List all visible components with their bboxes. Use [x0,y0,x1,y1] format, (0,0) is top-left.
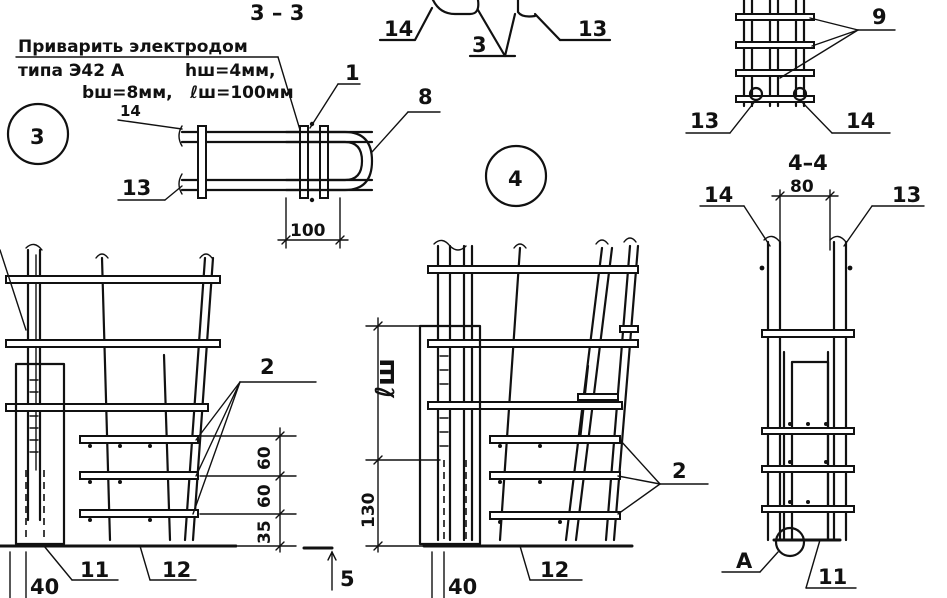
label-13-plan: 13 [122,176,151,200]
section-4-4 [699,189,925,589]
section-4-4-title: 4–4 [788,151,828,175]
label-1: 1 [345,61,360,85]
left-elevation [0,243,337,598]
dim-80: 80 [790,177,814,197]
label-13-right: 13 [892,183,921,207]
dim-60b: 60 [255,484,275,508]
label-14-right: 14 [704,183,733,207]
label-2-mid: 2 [672,459,687,483]
label-11-right: 11 [818,565,847,589]
dim-100: 100 [290,221,326,241]
label-A: А [736,549,753,573]
dim-40-mid: 40 [448,575,477,598]
label-13-top: 13 [578,17,607,41]
dim-60a: 60 [255,446,275,470]
dim-35: 35 [255,520,275,544]
label-12-left: 12 [162,558,191,582]
node-3-marker: 3 [6,102,70,166]
label-9: 9 [872,5,887,29]
label-5: 5 [340,567,355,591]
dim-lw: ℓш [371,358,401,399]
label-13-tr: 13 [690,109,719,133]
label-8: 8 [418,85,433,109]
note-lw: ℓш=100мм [189,83,294,103]
node-4-marker: 4 [484,144,548,208]
note-line2: типа Э42 А [18,61,125,81]
section-3-3-title: 3 – 3 [250,1,304,25]
middle-elevation [365,237,709,598]
label-3-top: 3 [472,33,487,57]
note-bw: bш=8мм, [82,83,173,103]
note-hw: hш=4мм, [185,61,275,81]
dim-130: 130 [359,492,379,528]
section-3-3-plan [117,83,441,249]
label-14-plan: 14 [120,102,141,120]
weld-note: Приварить электродом типа Э42 А hш=4мм, … [15,37,301,131]
label-11-left: 11 [80,558,109,582]
top-detail-partial [378,0,612,58]
top-right-detail [685,0,896,134]
note-line1: Приварить электродом [18,37,248,57]
label-14-tr: 14 [846,109,875,133]
node-3-label: 3 [30,125,45,149]
label-12-mid: 12 [540,558,569,582]
node-4-label: 4 [508,167,523,191]
label-2-left: 2 [260,355,275,379]
label-14-top: 14 [384,17,413,41]
dim-40-left: 40 [30,575,59,598]
